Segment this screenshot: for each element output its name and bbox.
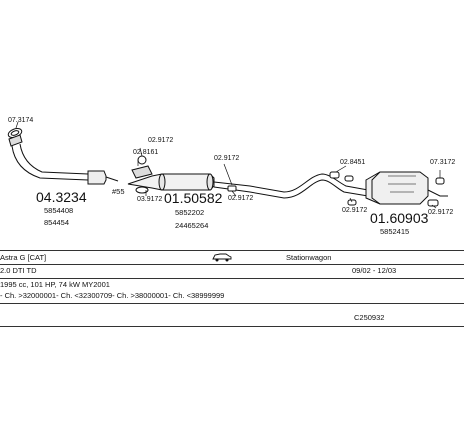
leader-lines — [15, 121, 441, 209]
catalog-code: C250932 — [354, 313, 385, 322]
fitting-label: 07.3172 — [430, 159, 455, 166]
middle-silencer-number: 01.50582 — [164, 190, 223, 206]
front-pipe-oem-2: 854454 — [44, 218, 69, 227]
fitting-label: 02.8161 — [133, 149, 158, 156]
divider — [0, 303, 464, 304]
fitting-label: 02.9172 — [214, 155, 239, 162]
divider — [0, 278, 464, 279]
rear-silencer-oem-1: 5852415 — [380, 227, 409, 236]
divider — [0, 326, 464, 327]
engine: 2.0 DTI TD — [0, 266, 37, 275]
rear-silencer-number: 01.60903 — [370, 210, 429, 226]
fitting-label: 07.3174 — [8, 117, 33, 124]
body-type: Stationwagon — [286, 253, 332, 262]
fitting-label: 02.9172 — [428, 209, 453, 216]
middle-silencer-drawing — [127, 173, 369, 199]
front-pipe-oem-1: 5854408 — [44, 206, 73, 215]
fitting-label: 02.8451 — [340, 159, 365, 166]
rear-silencer-drawing — [365, 171, 448, 205]
clamp-note: #55 — [112, 187, 125, 196]
front-pipe-number: 04.3234 — [36, 189, 87, 205]
chassis: - Ch. >32000001- Ch. <32300709- Ch. >380… — [0, 291, 225, 300]
fitting-label: 02.9172 — [342, 207, 367, 214]
specs: 1995 cc, 101 HP, 74 kW MY2001 — [0, 280, 110, 289]
years: 09/02 - 12/03 — [352, 266, 397, 275]
fitting-label: 02.9172 — [228, 195, 253, 202]
fitting-label: 03.9172 — [137, 196, 162, 203]
fitting-label: 02.9172 — [148, 137, 173, 144]
vehicle-model: Astra G [CAT] — [0, 253, 47, 262]
middle-silencer-oem-2: 24465264 — [175, 221, 208, 230]
divider — [0, 264, 464, 265]
divider — [0, 250, 464, 251]
hangers-drawing — [227, 171, 445, 207]
middle-silencer-oem-1: 5852202 — [175, 208, 204, 217]
front-pipe-drawing — [7, 128, 119, 185]
car-icon — [212, 252, 232, 265]
